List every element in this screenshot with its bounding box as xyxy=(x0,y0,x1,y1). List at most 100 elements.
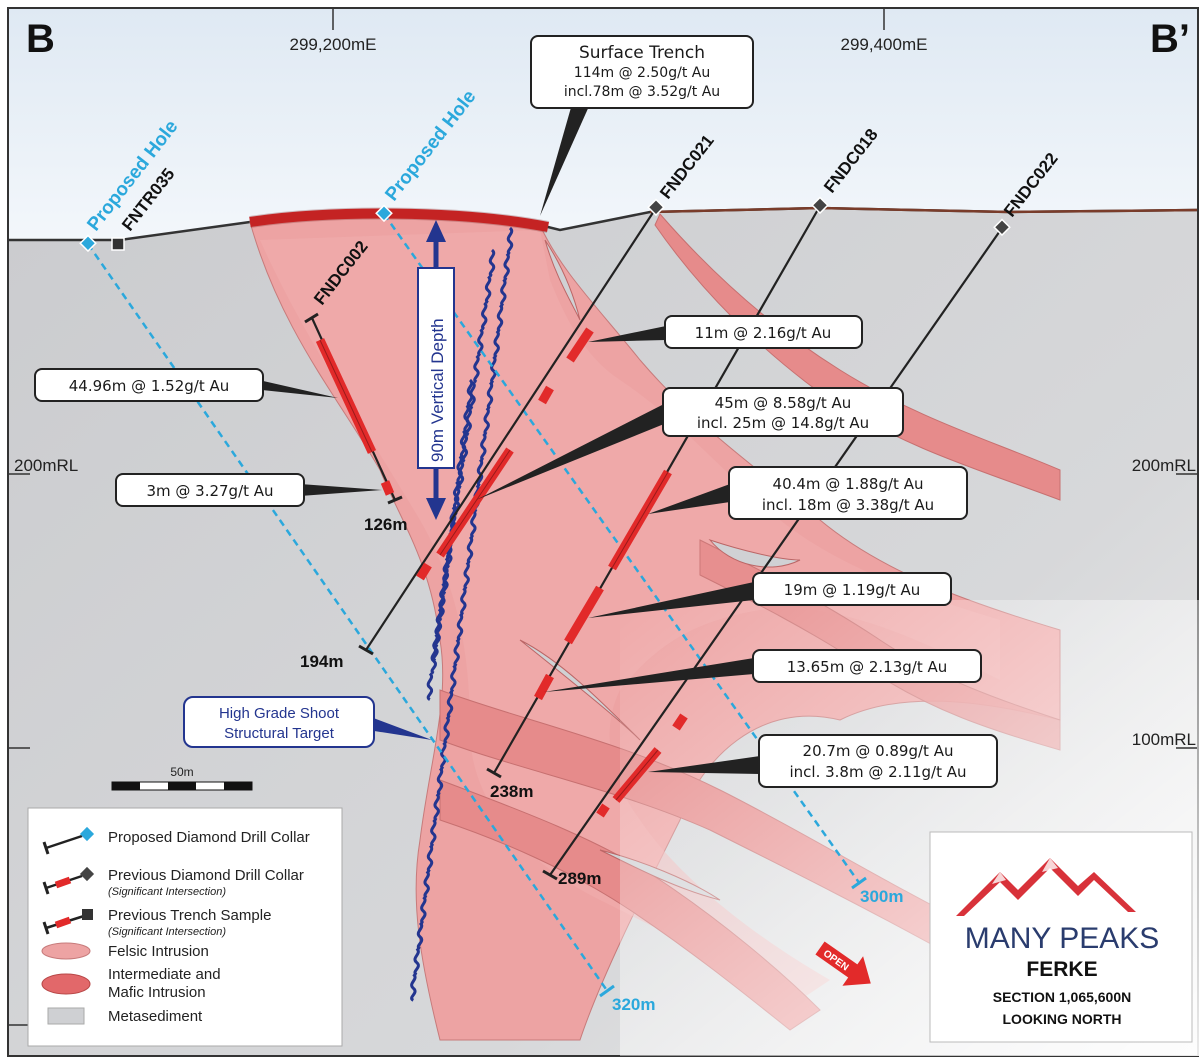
shoot-vein-squiggle xyxy=(453,638,460,668)
shoot-vein-squiggle xyxy=(503,252,510,282)
rl200-label-right: 200mRL xyxy=(1132,456,1196,475)
callout-box-2 xyxy=(115,473,305,507)
depth-238: 238m xyxy=(490,782,533,801)
callout-text-1: 44.96m @ 1.52g/t Au xyxy=(69,377,229,395)
callout-box-1 xyxy=(34,368,264,402)
scale-bar xyxy=(111,781,253,791)
shoot-vein-squiggle xyxy=(488,248,496,278)
shoot-vein-squiggle xyxy=(480,432,487,462)
logo-company: MANY PEAKS xyxy=(965,922,1160,955)
legend-mafic-2: Mafic Intrusion xyxy=(108,984,206,1001)
shoot-vein-squiggle xyxy=(426,844,434,873)
surface-trench-callout xyxy=(530,35,754,109)
collar-markers xyxy=(79,196,1011,253)
shoot-vein-squiggle xyxy=(470,509,477,539)
callout-box-8 xyxy=(758,734,998,788)
logo-panel: MANY PEAKS FERKE SECTION 1,065,600N LOOK… xyxy=(929,831,1193,1043)
rl100-label-right: 100mRL xyxy=(1132,730,1196,749)
legend-felsic-swatch xyxy=(41,942,91,960)
logo-project: FERKE xyxy=(1026,958,1097,981)
shoot-vein-squiggle xyxy=(463,561,470,590)
fndc002-collar-tick xyxy=(304,312,319,324)
logo-direction: LOOKING NORTH xyxy=(1003,1011,1122,1027)
shoot-vein-squiggle xyxy=(456,455,463,484)
shoot-vein-squiggle xyxy=(439,582,446,611)
fndc002-intercept-2 xyxy=(380,480,395,496)
shoot-vein-squiggle xyxy=(473,354,480,384)
shoot-vein-squiggle xyxy=(435,607,443,637)
callout-text-4b: incl. 25m @ 14.8g/t Au xyxy=(697,414,869,432)
surface-trench-outline xyxy=(249,207,550,233)
metasediment-lens-4 xyxy=(708,538,801,568)
legend-previous-collar-sub: (Significant Intersection) xyxy=(108,886,226,898)
fndc021-end xyxy=(358,644,374,656)
shoot-vein-squiggle xyxy=(453,480,460,510)
intercept-callouts: 44.96m @ 1.52g/t Au 3m @ 3.27g/t Au 11m … xyxy=(34,315,998,788)
callout-pointer-1 xyxy=(250,378,338,398)
shoot-vein-squiggle xyxy=(430,818,437,848)
scale-bar-label: 50m xyxy=(170,765,193,779)
logo-box xyxy=(929,831,1193,1043)
callout-pointer-3 xyxy=(588,326,666,342)
surface-trench-title: Surface Trench xyxy=(579,43,705,63)
vertical-depth-arrowhead-down xyxy=(426,498,446,520)
fndc022-end xyxy=(542,869,558,881)
depth-320: 320m xyxy=(612,995,655,1014)
easting-label-2: 299,400mE xyxy=(841,35,928,54)
shoot-vein-squiggle xyxy=(466,535,474,565)
callout-pointer-6 xyxy=(588,582,754,618)
legend-box xyxy=(27,807,343,1047)
fndc022-trace xyxy=(549,227,1003,876)
target-line1: High Grade Shoot xyxy=(219,705,340,722)
fndc002-end xyxy=(387,495,403,505)
depth-300: 300m xyxy=(860,887,903,906)
fndc022-intercept-3 xyxy=(596,803,610,818)
vertical-depth-box xyxy=(417,267,455,469)
callout-text-6: 19m @ 1.19g/t Au xyxy=(784,581,921,599)
rl200-label-left: 200mRL xyxy=(14,456,78,475)
callout-pointer-5 xyxy=(648,484,730,514)
proposed-hole-2-end xyxy=(851,876,867,890)
vertical-depth-arrowhead-up xyxy=(426,220,446,242)
fndc021-collar-icon xyxy=(647,198,665,217)
legend-mafic-swatch xyxy=(41,973,91,995)
shoot-vein-squiggle xyxy=(500,278,507,307)
target-pointer xyxy=(368,716,432,740)
shoot-vein-squiggle xyxy=(420,895,427,925)
callout-box-6 xyxy=(752,572,952,606)
legend-previous-collar: Previous Diamond Drill Collar xyxy=(108,867,304,884)
shoot-vein-squiggle xyxy=(426,672,434,701)
proposed-hole-1-trace xyxy=(86,243,610,993)
target-line2: Structural Target xyxy=(224,725,335,742)
callout-text-2: 3m @ 3.27g/t Au xyxy=(146,482,273,500)
fndc022-intercept-1 xyxy=(672,713,688,731)
fndc021-intercept-2 xyxy=(538,385,554,405)
shoot-vein-squiggle xyxy=(459,429,467,459)
legend-trench-sample-sub: (Significant Intersection) xyxy=(108,926,226,938)
vertical-depth-label: 90m Vertical Depth xyxy=(428,318,447,462)
depth-126: 126m xyxy=(364,515,407,534)
callout-text-5a: 40.4m @ 1.88g/t Au xyxy=(773,475,924,493)
fndc018-intercept-2 xyxy=(564,585,604,645)
fndc021-intercept-1 xyxy=(566,327,594,363)
callout-pointer-4 xyxy=(476,404,664,500)
shoot-vein-squiggle xyxy=(440,741,447,771)
shoot-vein-squiggle xyxy=(466,378,474,408)
fndc022-collar-icon xyxy=(993,218,1011,237)
callout-box-3 xyxy=(664,315,863,349)
callout-pointer-7 xyxy=(544,658,754,692)
logo-section: SECTION 1,065,600N xyxy=(993,989,1132,1005)
callout-pointer-2 xyxy=(300,484,382,496)
shoot-vein-squiggle xyxy=(496,304,504,333)
shoot-vein-squiggle xyxy=(423,870,430,899)
shoot-vein-squiggle xyxy=(456,612,464,642)
section-label-left: B xyxy=(26,17,55,61)
section-label-right: B’ xyxy=(1150,17,1190,61)
legend-metasediment: Metasediment xyxy=(108,1008,203,1025)
shoot-vein-squiggle xyxy=(410,973,417,1002)
shoot-vein-squiggle xyxy=(450,664,457,693)
legend: Proposed Diamond Drill Collar Previous D… xyxy=(27,807,343,1047)
callout-pointer-8 xyxy=(648,756,760,774)
legend-felsic: Felsic Intrusion xyxy=(108,943,209,960)
target-callout xyxy=(183,696,375,748)
